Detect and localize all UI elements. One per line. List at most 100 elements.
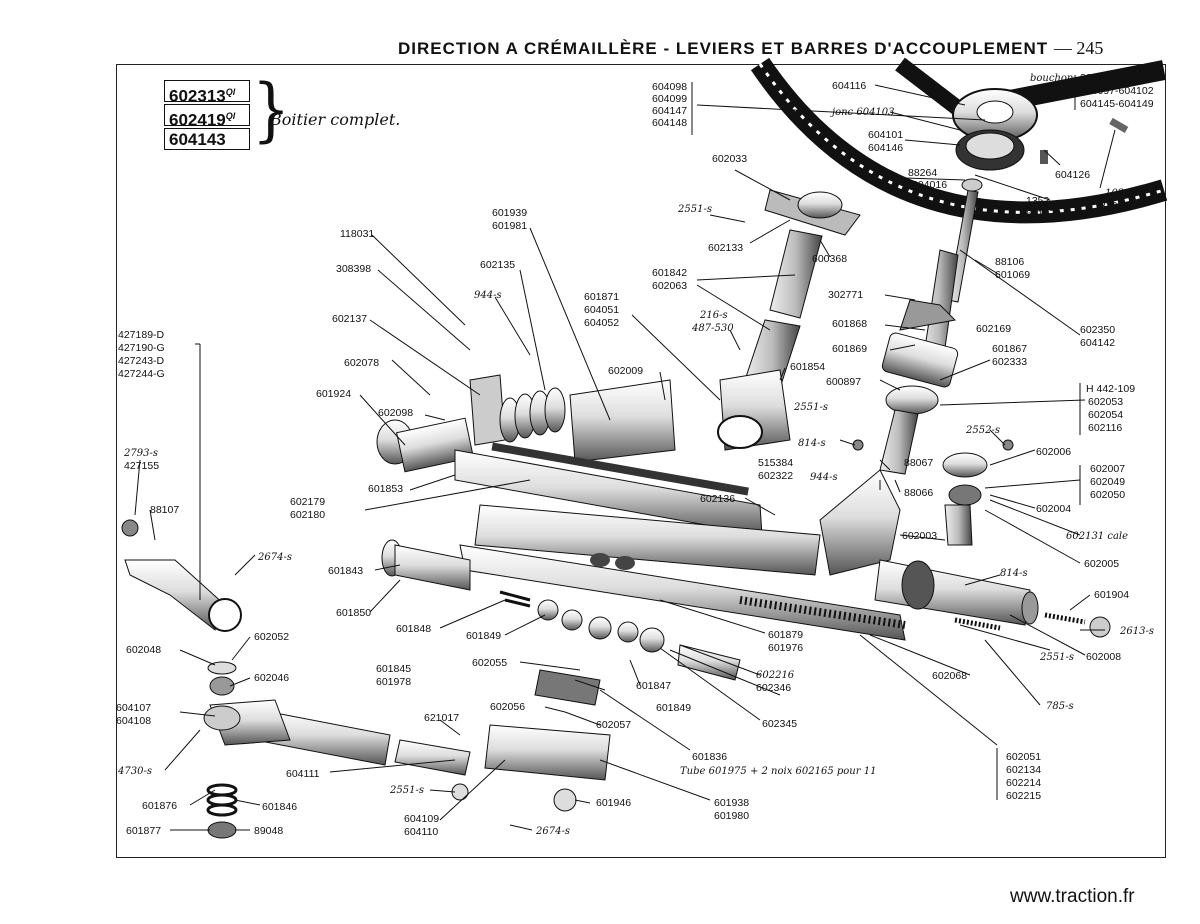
label: 604016: [912, 179, 947, 191]
label: 602046: [254, 672, 289, 684]
label: 601978: [376, 676, 411, 688]
boitier-complet-label: Boitier complet.: [270, 110, 401, 129]
part-box-3: 604143: [164, 128, 250, 150]
label: 604107: [116, 702, 151, 714]
label: 602179: [290, 496, 325, 508]
label: 602033: [712, 153, 747, 165]
label: 4730-s: [117, 766, 152, 777]
page-number: — 245: [1053, 38, 1104, 58]
label: 88067: [904, 457, 933, 469]
label: 89048: [254, 825, 283, 837]
label: 602345: [762, 718, 797, 730]
label: 601847: [636, 680, 671, 692]
label: 814-s: [1000, 568, 1028, 579]
diagram-frame: [116, 64, 1166, 858]
label: 814-s: [798, 438, 826, 449]
label: 604146: [868, 142, 903, 154]
label: 604108: [116, 715, 151, 727]
label: 601842: [652, 267, 687, 279]
label: 602053: [1088, 396, 1123, 408]
label: 2793-s: [123, 448, 158, 459]
label: 602322: [758, 470, 793, 482]
label: 601850: [336, 607, 371, 619]
label: 602003: [902, 530, 937, 542]
label: 515384: [758, 457, 793, 469]
label: 601070: [1026, 208, 1061, 220]
label: 602135: [480, 259, 515, 271]
label: 604052: [584, 317, 619, 329]
label: 604110: [404, 826, 438, 838]
label: 600897: [826, 376, 861, 388]
label: 601879: [768, 629, 803, 641]
label: 427189-D: [118, 329, 165, 341]
label: 601845: [376, 663, 411, 675]
label: 602009: [608, 365, 643, 377]
label: 601904: [1094, 589, 1129, 601]
rack-end-parts: [381, 539, 741, 681]
label: 602134: [1006, 764, 1041, 776]
rack-housing-upper: [376, 374, 763, 536]
label: 604142: [1080, 337, 1115, 349]
label: 604111: [286, 768, 320, 780]
label: 602052: [254, 631, 289, 643]
label: 88106: [995, 256, 1024, 268]
label: 602136: [700, 493, 735, 505]
label: 2551-s: [389, 785, 424, 796]
label: 602055: [472, 657, 507, 669]
label: 602333: [992, 356, 1027, 368]
label: 601854: [790, 361, 825, 373]
tie-rod-assembly: [203, 669, 611, 812]
label: 601836: [692, 751, 727, 763]
label: 602350: [1080, 324, 1115, 336]
footer-url: www.traction.fr: [1010, 886, 1135, 907]
label: 602006: [1036, 446, 1071, 458]
label: 601846: [262, 801, 297, 813]
part-labels: 604098 604099 604147 604148 604116 jonc …: [116, 72, 1154, 838]
label: 621017: [424, 712, 459, 724]
label: 604109: [404, 813, 439, 825]
label: 601069: [995, 269, 1030, 281]
label: 602005: [1084, 558, 1119, 570]
label: 601843: [328, 565, 363, 577]
label: 944-s: [474, 290, 502, 301]
label: 102-s: [1105, 188, 1133, 199]
label: 604099: [652, 93, 687, 105]
part-box-1: 602313Ql: [164, 80, 250, 106]
label: 604101: [868, 129, 903, 141]
label: 604098: [652, 81, 687, 93]
label: 602004: [1036, 503, 1071, 515]
leader-lines: [134, 75, 1116, 831]
steering-column: [879, 178, 983, 475]
label: 2552-s: [965, 425, 1000, 436]
page-header: DIRECTION A CRÉMAILLÈRE - LEVIERS ET BAR…: [398, 38, 1138, 62]
label: 602057: [596, 719, 631, 731]
label: H 442-109: [1086, 383, 1135, 395]
label: 785-s: [1046, 701, 1074, 712]
label: 601877: [126, 825, 161, 837]
label: 601981: [492, 220, 527, 232]
label: 602180: [290, 509, 325, 521]
right-side-parts: [852, 439, 1111, 638]
label: 604145-604149: [1080, 98, 1154, 110]
label: 216-s: [699, 310, 728, 321]
brace: }: [252, 69, 291, 151]
label: 602056: [490, 701, 525, 713]
label: 2551-s: [1039, 652, 1074, 663]
label: 88264: [908, 167, 937, 179]
label: 601869: [832, 343, 867, 355]
label: 944-s: [810, 472, 838, 483]
label: 602346: [756, 682, 791, 694]
part-box-2: 602419Ql: [164, 104, 250, 130]
label: 601849: [466, 630, 501, 642]
label: 604126: [1055, 169, 1090, 181]
label: 601871: [584, 291, 619, 303]
label: 302771: [828, 289, 863, 301]
label: 602216: [756, 670, 795, 681]
label: 601976: [768, 642, 803, 654]
label: 602063: [652, 280, 687, 292]
label: 602169: [976, 323, 1011, 335]
label: 602116: [1088, 422, 1122, 434]
label: 602131 cale: [1066, 531, 1128, 542]
label: 601946: [596, 797, 631, 809]
